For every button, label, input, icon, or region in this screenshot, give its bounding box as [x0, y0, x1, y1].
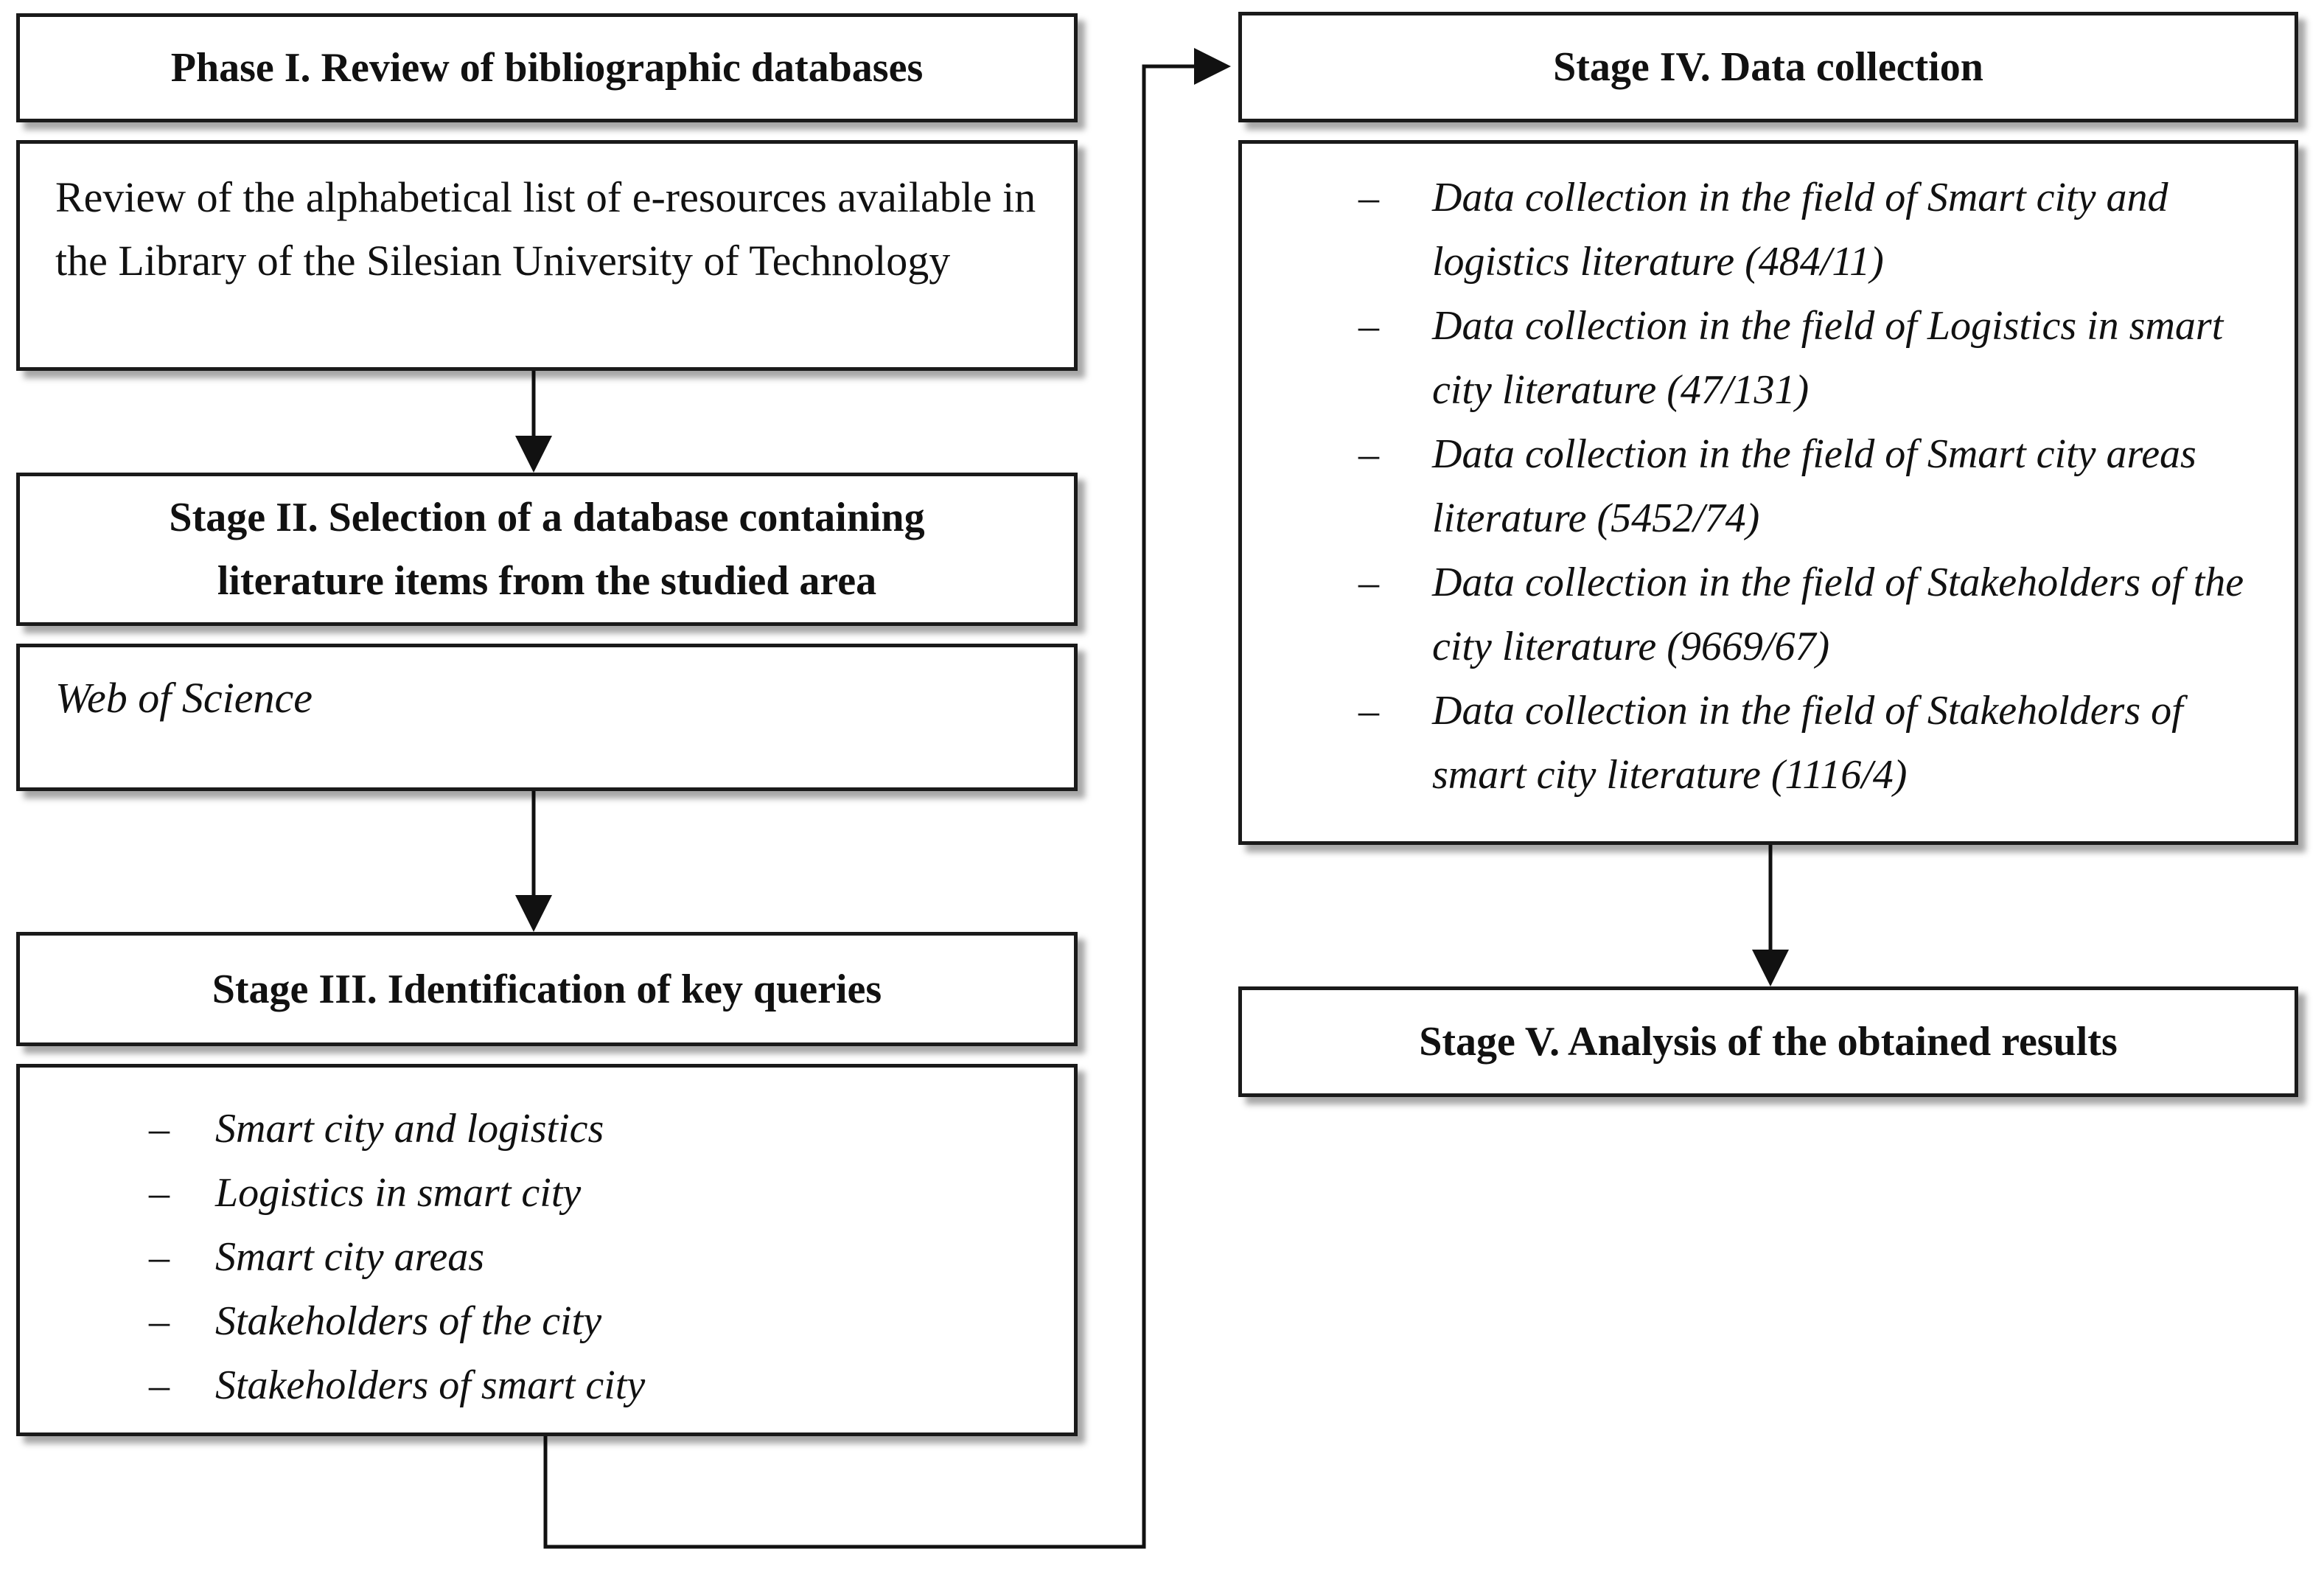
stage2-description-box: Web of Science [16, 644, 1078, 791]
list-dash: – [1358, 303, 1379, 349]
list-dash: – [149, 1106, 170, 1152]
stage3-title-box: Stage III. Identification of key queries [16, 932, 1078, 1046]
list-dash: – [149, 1234, 170, 1280]
stage5-title: Stage V. Analysis of the obtained result… [1419, 1019, 2118, 1065]
collection-item: Data collection in the field of Smart ci… [1432, 431, 2196, 541]
stage2-title-line2: literature items from the studied area [217, 558, 877, 604]
phase1-title: Phase I. Review of bibliographic databas… [170, 45, 924, 91]
list-dash: – [149, 1170, 170, 1216]
list-item: – Smart city areas [149, 1225, 1044, 1289]
stage2-title-box: Stage II. Selection of a database contai… [16, 473, 1078, 626]
stage4-title: Stage IV. Data collection [1553, 44, 1983, 90]
list-dash: – [1358, 560, 1379, 605]
list-item: – Data collection in the field of Stakeh… [1358, 551, 2272, 679]
list-item: – Data collection in the field of Stakeh… [1358, 679, 2272, 807]
query-item: Stakeholders of the city [215, 1298, 602, 1344]
stage3-queries-box: – Smart city and logistics – Logistics i… [16, 1064, 1078, 1436]
collection-item: Data collection in the field of Stakehol… [1432, 560, 2244, 669]
list-dash: – [1358, 175, 1379, 220]
query-item: Logistics in smart city [215, 1170, 582, 1216]
phase1-title-box: Phase I. Review of bibliographic databas… [16, 13, 1078, 122]
list-dash: – [149, 1362, 170, 1408]
stage5-title-box: Stage V. Analysis of the obtained result… [1238, 986, 2298, 1097]
list-item: – Stakeholders of smart city [149, 1354, 1044, 1418]
stage2-database: Web of Science [55, 674, 313, 722]
stage4-title-box: Stage IV. Data collection [1238, 12, 2298, 122]
list-dash: – [149, 1298, 170, 1344]
stage3-title: Stage III. Identification of key queries [212, 966, 882, 1012]
collection-item: Data collection in the field of Smart ci… [1432, 175, 2168, 285]
phase1-description-box: Review of the alphabetical list of e-res… [16, 140, 1078, 371]
list-dash: – [1358, 431, 1379, 477]
list-item: – Logistics in smart city [149, 1161, 1044, 1225]
collection-item: Data collection in the field of Stakehol… [1432, 688, 2183, 798]
stage4-collection-box: – Data collection in the field of Smart … [1238, 140, 2298, 845]
list-item: – Data collection in the field of Logist… [1358, 294, 2272, 422]
list-item: – Data collection in the field of Smart … [1358, 422, 2272, 551]
stage4-collection-list: – Data collection in the field of Smart … [1242, 166, 2272, 807]
list-item: – Smart city and logistics [149, 1097, 1044, 1161]
list-item: – Stakeholders of the city [149, 1289, 1044, 1354]
query-item: Smart city areas [215, 1234, 484, 1280]
query-item: Stakeholders of smart city [215, 1362, 646, 1408]
phase1-description: Review of the alphabetical list of e-res… [55, 173, 1036, 285]
list-item: – Data collection in the field of Smart … [1358, 166, 2272, 294]
stage3-query-list: – Smart city and logistics – Logistics i… [20, 1097, 1044, 1418]
query-item: Smart city and logistics [215, 1106, 604, 1152]
collection-item: Data collection in the field of Logistic… [1432, 303, 2224, 413]
list-dash: – [1358, 688, 1379, 734]
stage2-title-line1: Stage II. Selection of a database contai… [169, 495, 925, 540]
